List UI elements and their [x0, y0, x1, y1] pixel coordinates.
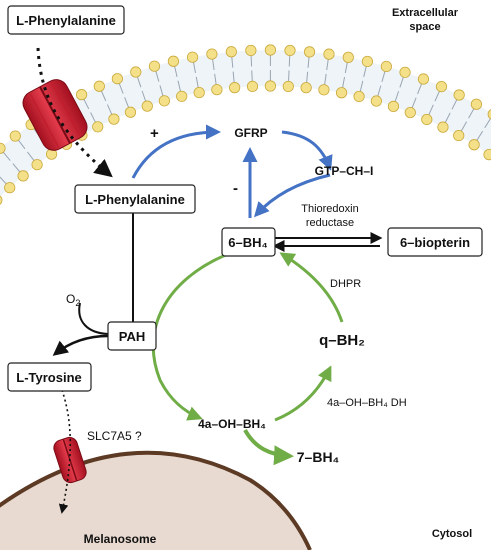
lipid-head: [0, 195, 3, 205]
lipid-head: [380, 60, 392, 73]
lipid-head: [4, 182, 16, 194]
lipid-head: [264, 44, 277, 56]
dhpr-label: DHPR: [330, 278, 361, 290]
lipid-head: [470, 98, 483, 110]
minus-sign: -: [233, 180, 238, 197]
lipid-head: [417, 73, 430, 85]
lipid-head: [211, 84, 223, 96]
lipid-head: [453, 129, 465, 142]
gtp-label: GTP–CH–I: [315, 164, 374, 178]
extracellular-label-line2: space: [409, 21, 440, 33]
lipid-head: [93, 80, 105, 92]
lipid-head: [130, 66, 142, 78]
lipid-head: [353, 90, 365, 103]
lipid-head: [323, 48, 335, 60]
biopterin-label: 6–biopterin: [400, 235, 470, 250]
lipid-head: [31, 159, 43, 171]
lipid-head: [141, 100, 153, 112]
lipid-head: [186, 51, 199, 63]
melanosome-label: Melanosome: [84, 532, 157, 546]
phe-inside-box: [74, 184, 196, 214]
phenylalanine-transporter: [22, 79, 88, 151]
lipid-head: [282, 80, 294, 93]
lipid-head: [370, 95, 382, 107]
phe-transport-arrow: [36, 47, 113, 178]
lipid-head: [342, 51, 354, 63]
lipid-head: [206, 48, 218, 60]
pah-label: PAH: [119, 329, 145, 344]
qbh2-to-bh4-arrow: [279, 252, 344, 323]
lipid-head: [111, 73, 123, 85]
o2-arrow: [78, 302, 109, 335]
lipid-head: [245, 44, 257, 57]
lipid-head: [124, 106, 137, 118]
cell-membrane: [0, 44, 491, 205]
lipid-head: [303, 46, 316, 58]
phe-outside-box: [7, 5, 125, 35]
lipid-head: [300, 82, 312, 94]
thioredoxin-label-line1: Thioredoxin: [301, 203, 358, 215]
tyrosine-label: L-Tyrosine: [16, 370, 82, 385]
bh4-box: [221, 227, 276, 257]
lipid-head: [399, 66, 411, 78]
lipid-head: [335, 87, 348, 99]
lipid-head: [176, 90, 188, 102]
lipid-head: [487, 109, 491, 120]
gfrp-label: GFRP: [234, 126, 267, 140]
qbh2-label: q–BH₂: [319, 332, 365, 349]
phe-activates-gfrp-arrow: [131, 124, 221, 179]
lipid-head: [387, 100, 400, 112]
bh4-label: 6–BH₄: [228, 235, 267, 250]
lipid-head: [435, 80, 448, 93]
phe-outside-label: L-Phenylalanine: [16, 13, 116, 28]
biopterin-box: [387, 227, 483, 257]
lipid-head: [9, 130, 21, 142]
ohbh4-to-qbh2-arrow: [274, 365, 332, 422]
lipid-head: [453, 89, 465, 101]
slc7a5-label: SLC7A5 ?: [87, 429, 142, 443]
o2-label: O2: [66, 292, 80, 308]
7bh4-label: 7–BH₄: [297, 449, 339, 465]
plus-sign: +: [150, 125, 159, 142]
membrane-core: [0, 50, 491, 198]
gtp-to-bh4-arrow: [253, 173, 331, 218]
extracellular-label-line1: Extracellular: [392, 7, 459, 19]
lipid-tail: [484, 116, 491, 129]
thioredoxin-label-line2: reductase: [306, 217, 354, 229]
lipid-head: [167, 55, 180, 67]
lipid-head: [158, 95, 170, 107]
lipid-head: [318, 84, 330, 96]
lipid-head: [264, 80, 276, 92]
lipid-head: [193, 86, 205, 99]
bh4-to-ohbh4-arrow: [151, 252, 229, 421]
lipid-head: [246, 80, 259, 92]
lipid-head: [404, 106, 416, 119]
lipid-head: [229, 82, 241, 94]
cytosol-label: Cytosol: [432, 528, 472, 540]
lipid-head: [468, 139, 480, 151]
lipid-head: [437, 121, 449, 133]
lipid-head: [148, 60, 161, 72]
lipid-head: [284, 44, 296, 57]
pah-to-tyrosine-arrow: [52, 334, 109, 356]
lipid-head: [483, 149, 491, 161]
ohbh4-to-7bh4-arrow: [243, 428, 294, 466]
ohbh4-label: 4a–OH–BH₄: [198, 417, 266, 431]
phe-inside-label: L-Phenylalanine: [85, 192, 185, 207]
tyrosine-box: [7, 362, 92, 392]
lipid-head: [92, 121, 104, 133]
lipid-head: [108, 113, 120, 125]
lipid-head: [0, 142, 6, 154]
pah-box: [107, 321, 157, 351]
lipid-head: [421, 113, 433, 126]
ohbh4-dh-label: 4a–OH–BH₄ DH: [327, 397, 407, 409]
lipid-head: [361, 55, 374, 68]
gfrp-to-gtp-arrow: [281, 130, 333, 171]
lipid-head: [225, 46, 237, 58]
lipid-head: [76, 89, 88, 101]
lipid-head: [17, 170, 29, 182]
tyr-transport-arrow: [58, 389, 72, 514]
